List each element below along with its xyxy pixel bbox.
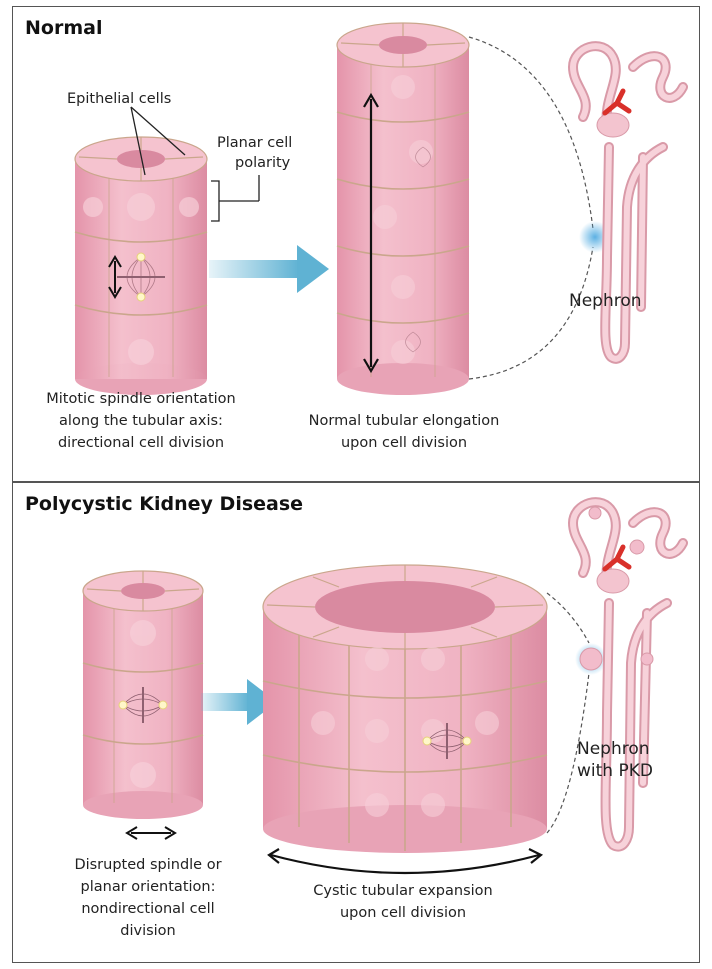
label-cystic-2: upon cell division [293, 903, 513, 923]
label-planar-cell-2: polarity [235, 153, 290, 173]
label-mitotic-1: Mitotic spindle orientation [41, 389, 241, 409]
label-nephron-pkd-2: with PKD [577, 761, 653, 781]
label-mitotic-3: directional cell division [41, 433, 241, 453]
label-elongation-1: Normal tubular elongation [299, 411, 509, 431]
zoom-connectors-pkd [547, 593, 589, 833]
nephron-normal [573, 46, 683, 359]
growth-arrow [209, 245, 329, 293]
label-elongation-2: upon cell division [299, 433, 509, 453]
wide-tube [263, 565, 547, 873]
label-disrupted-2: planar orientation: [53, 877, 243, 897]
label-mitotic-2: along the tubular axis: [41, 411, 241, 431]
label-nephron-pkd-1: Nephron [577, 739, 650, 759]
horizontal-axis-arrow [127, 827, 175, 839]
label-planar-cell-1: Planar cell [217, 133, 292, 153]
small-tube [75, 137, 207, 395]
label-disrupted-3: nondirectional cell [53, 899, 243, 919]
label-disrupted-4: division [53, 921, 243, 941]
label-cystic-1: Cystic tubular expansion [293, 881, 513, 901]
label-disrupted-1: Disrupted spindle or [53, 855, 243, 875]
normal-panel: Normal [12, 6, 700, 482]
nephron-pkd [573, 502, 683, 846]
pkd-panel: Polycystic Kidney Disease [12, 482, 700, 963]
small-tube-pkd [83, 571, 203, 839]
planar-polarity-bracket [211, 175, 259, 221]
label-nephron: Nephron [569, 291, 642, 311]
tall-tube [337, 23, 469, 395]
label-epithelial-cells: Epithelial cells [67, 89, 171, 109]
